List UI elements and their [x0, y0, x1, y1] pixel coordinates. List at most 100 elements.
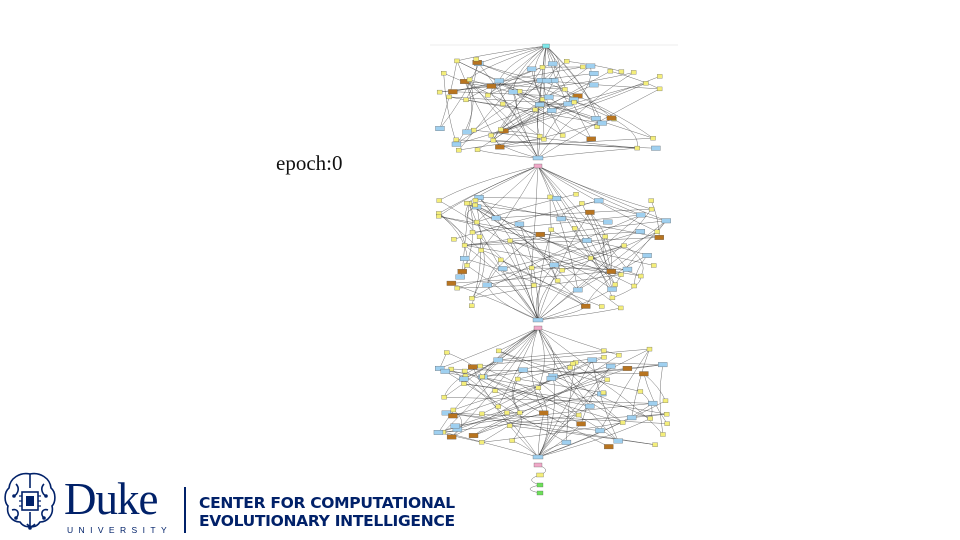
graph-edge [464, 231, 641, 246]
graph-edge [451, 283, 539, 321]
graph-node-conv [482, 282, 492, 288]
graph-node-pool [581, 303, 591, 309]
graph-edge [457, 267, 532, 289]
graph-edge [500, 259, 586, 307]
graph-edge [602, 236, 612, 272]
graph-node-op [490, 138, 497, 143]
graph-edge [439, 165, 539, 201]
graph-edge [537, 306, 586, 321]
graph-node-op [472, 198, 479, 203]
graph-node-op [509, 438, 515, 443]
graph-node-op [662, 398, 669, 403]
graph-node-op [607, 68, 614, 74]
graph-edge [464, 245, 539, 321]
graph-node-op [648, 198, 654, 203]
duke-wordmark: Duke [64, 474, 158, 524]
graph-node-conv [544, 94, 554, 100]
graph-edge [659, 364, 664, 435]
graph-node-op [492, 388, 498, 393]
graph-node-op [469, 230, 476, 235]
graph-node-pool [576, 421, 586, 427]
graph-node-concat [533, 163, 543, 169]
graph-node-op [567, 365, 573, 370]
graph-node-op [479, 374, 486, 379]
graph-node-op [580, 64, 586, 70]
graph-edge [513, 378, 520, 413]
graph-edge [534, 45, 547, 100]
graph-edge [531, 327, 544, 414]
graph-edge [443, 73, 563, 136]
duke-university-text: UNIVERSITY [67, 525, 173, 535]
graph-node-op [450, 407, 457, 413]
graph-edge [499, 45, 547, 81]
graph-edge [478, 45, 547, 64]
graph-edge [537, 136, 540, 159]
graph-edge [545, 45, 612, 119]
graph-edge [475, 204, 641, 277]
graph-node-pool [585, 209, 595, 215]
graph-edge [439, 327, 539, 369]
graph-edge [476, 165, 539, 223]
graph-edge [510, 240, 613, 290]
graph-node-op [612, 282, 618, 287]
graph-node-pool [448, 89, 458, 95]
graph-edge [537, 289, 613, 321]
graph-edge [458, 45, 547, 151]
graph-node-op [531, 283, 537, 288]
graph-node-conv [535, 102, 545, 108]
graph-node-op [564, 59, 570, 64]
graph-edge [537, 214, 641, 321]
graph-node-pool [446, 280, 457, 286]
graph-node-conv [514, 221, 525, 227]
graph-edge [519, 224, 539, 321]
graph-node-op [571, 100, 577, 105]
graph-node-op [504, 410, 510, 416]
graph-edge [545, 45, 603, 124]
graph-edge [537, 327, 619, 442]
graph-node-output [536, 490, 544, 496]
graph-node-conv [563, 101, 573, 107]
graph-edge [471, 200, 482, 306]
graph-node-op [473, 56, 479, 62]
graph-edge [537, 412, 544, 458]
graph-edge [464, 258, 586, 307]
graph-node-pool [457, 269, 467, 274]
graph-node-conv [491, 215, 501, 221]
graph-edge [537, 220, 667, 321]
graph-edge [464, 245, 641, 277]
graph-edge [499, 80, 540, 137]
graph-node-concat [533, 325, 543, 331]
graph-edge [471, 274, 621, 299]
graph-node-conv [613, 438, 623, 444]
graph-node-op [461, 243, 468, 248]
graph-node-conv [582, 238, 592, 243]
graph-edge [464, 237, 660, 246]
graph-node-op [498, 127, 504, 132]
graph-node-reduce [532, 317, 544, 323]
logo-divider [184, 487, 186, 533]
graph-edge [511, 369, 524, 413]
graph-edge [503, 83, 647, 132]
graph-edge [466, 202, 622, 275]
graph-node-pool [539, 410, 549, 416]
graph-edge [493, 140, 656, 149]
graph-node-conv [651, 145, 661, 151]
graph-edge [553, 364, 663, 377]
graph-node-op [466, 77, 473, 82]
graph-node-op [618, 305, 624, 311]
graph-edge [553, 364, 663, 377]
graph-node-op [454, 58, 460, 64]
graph-node-conv [494, 78, 504, 84]
graph-edge [537, 165, 579, 290]
graph-node-op [500, 101, 506, 107]
graph-edge [499, 118, 615, 148]
graph-node-op [650, 136, 656, 141]
graph-edge [543, 45, 547, 140]
brain-circuit-icon [4, 472, 56, 530]
graph-node-conv [435, 365, 445, 371]
graph-node-op [495, 404, 501, 409]
graph-node-op [461, 381, 467, 386]
graph-node-conv [622, 266, 633, 272]
graph-edge [451, 271, 612, 284]
graph-edge [456, 45, 547, 62]
